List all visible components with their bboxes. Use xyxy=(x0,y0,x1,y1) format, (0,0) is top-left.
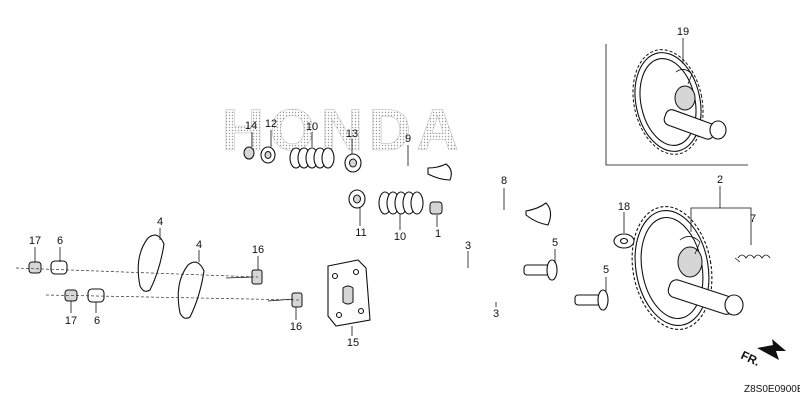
brand-watermark: HONDA xyxy=(222,98,465,163)
callout-6-upper: 6 xyxy=(57,235,63,247)
callouts: 19 2 7 18 8 9 10 13 12 14 11 10 1 3 3 5 … xyxy=(29,26,756,349)
valve-8 xyxy=(461,202,552,226)
callout-9: 9 xyxy=(405,133,411,145)
callout-14: 14 xyxy=(245,120,257,132)
tappet-upper xyxy=(523,259,558,281)
front-direction-arrow: FR. xyxy=(739,339,786,369)
callout-6-lower: 6 xyxy=(94,315,100,327)
valve-spring-upper xyxy=(289,147,335,169)
callout-13: 13 xyxy=(346,128,358,140)
callout-15: 15 xyxy=(347,337,359,349)
callout-4-left: 4 xyxy=(157,216,163,228)
adjusting-pivot-lower xyxy=(87,288,105,303)
callout-11: 11 xyxy=(355,227,366,239)
rocker-arm-right xyxy=(177,261,205,319)
adjusting-pivot-upper xyxy=(50,260,68,275)
callout-12: 12 xyxy=(265,118,277,130)
diagram-code: Z8S0E0900B xyxy=(744,384,800,395)
callout-10-upper: 10 xyxy=(306,121,318,133)
valve-spring-lower xyxy=(378,191,424,215)
callout-8: 8 xyxy=(501,175,507,187)
callout-1: 1 xyxy=(435,228,441,240)
direction-label: FR. xyxy=(739,348,762,369)
assembly-lines xyxy=(15,267,301,301)
valve-9 xyxy=(369,163,452,181)
valve-cap-12 xyxy=(260,146,276,164)
callout-16-lower: 16 xyxy=(290,321,302,333)
callout-19: 19 xyxy=(677,26,689,38)
cotter-1 xyxy=(429,201,443,215)
retainer-11 xyxy=(348,189,366,209)
push-rod-upper xyxy=(383,267,513,271)
callout-5-upper: 5 xyxy=(552,237,558,249)
washer-18 xyxy=(613,233,635,249)
callout-10-lower: 10 xyxy=(394,231,406,243)
cap-14 xyxy=(243,146,255,160)
callout-5-lower: 5 xyxy=(603,264,609,276)
guide-plate-15 xyxy=(327,259,371,327)
rocker-arm-left xyxy=(137,234,165,292)
push-rod-lower xyxy=(433,298,563,303)
callout-3-upper: 3 xyxy=(465,240,471,252)
callout-7: 7 xyxy=(750,213,756,225)
spring-7 xyxy=(734,254,771,263)
inset-frame xyxy=(605,44,748,166)
lock-nut-upper xyxy=(28,261,42,274)
callout-16-upper: 16 xyxy=(252,244,264,256)
retainer-13 xyxy=(344,153,362,173)
callout-4-right: 4 xyxy=(196,239,202,251)
tappet-lower xyxy=(574,289,609,311)
leader-lines xyxy=(34,38,752,336)
callout-17-upper: 17 xyxy=(29,235,41,247)
camshaft-inset xyxy=(632,49,727,155)
callout-2: 2 xyxy=(717,174,723,186)
callout-18: 18 xyxy=(618,201,630,213)
callout-3-lower: 3 xyxy=(493,308,499,320)
callout-17-lower: 17 xyxy=(65,315,77,327)
camshaft-main xyxy=(631,206,744,330)
